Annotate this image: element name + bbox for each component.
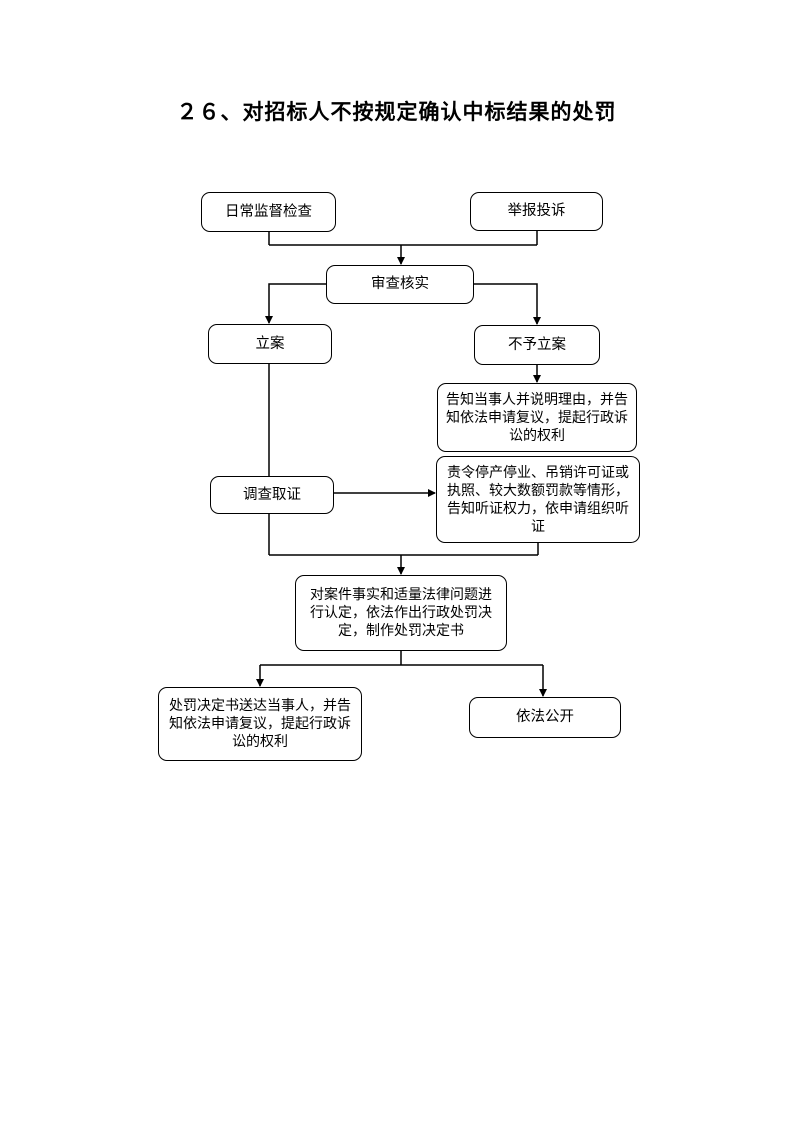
arrow-to-no-case [474, 283, 541, 325]
publicize-box: 依法公开 [469, 697, 621, 738]
arrow-to-file-case [265, 283, 326, 324]
notify-reason-box: 告知当事人并说明理由，并告知依法申请复议，提起行政诉讼的权利 [437, 383, 637, 452]
review-verify-box: 审查核实 [326, 265, 474, 304]
decision-box: 对案件事实和适量法律问题进行认定，依法作出行政处罚决定，制作处罚决定书 [295, 575, 507, 651]
no-case-box: 不予立案 [474, 325, 600, 365]
file-case-box: 立案 [208, 324, 332, 364]
deliver-decision-box: 处罚决定书送达当事人，并告知依法申请复议，提起行政诉讼的权利 [158, 687, 362, 761]
hearing-notice-box: 责令停产停业、吊销许可证或执照、较大数额罚款等情形，告知听证权力，依申请组织听证 [436, 456, 640, 543]
page-title: ２６、对招标人不按规定确认中标结果的处罚 [176, 99, 617, 124]
daily-inspection-box: 日常监督检查 [201, 192, 336, 232]
report-complaint-box: 举报投诉 [470, 192, 603, 231]
investigate-box: 调查取证 [210, 476, 334, 514]
